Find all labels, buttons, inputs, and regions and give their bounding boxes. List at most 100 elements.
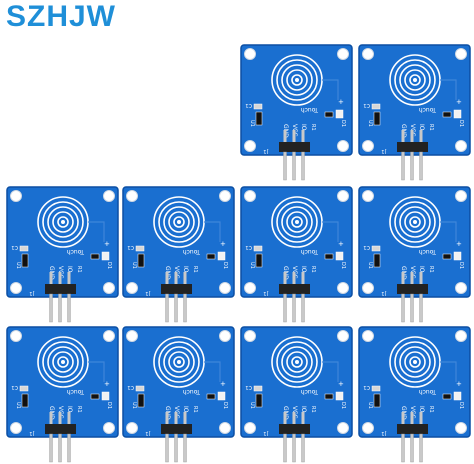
u1-label: U1: [249, 402, 255, 409]
j1-label: J1: [29, 290, 35, 296]
touch-label: Touch: [419, 248, 437, 255]
brand-logo: SZHJW: [6, 0, 116, 33]
pin-header: [279, 130, 310, 181]
touch-label: Touch: [183, 248, 201, 255]
mounting-hole: [362, 282, 374, 294]
touch-label: Touch: [301, 248, 319, 255]
resistor-r1: [442, 393, 452, 400]
capacitor-c1: [135, 385, 145, 392]
d1-label: D1: [458, 120, 464, 127]
io-label: IO: [66, 406, 73, 413]
capacitor-c1: [135, 245, 145, 252]
touch-label: Touch: [301, 388, 319, 395]
led-d1: [453, 391, 462, 401]
resistor-r1: [442, 111, 452, 118]
io-label: IO: [300, 124, 307, 131]
resistor-r1: [324, 111, 334, 118]
mounting-hole: [362, 48, 374, 60]
mounting-hole: [337, 190, 349, 202]
chip-u1: [373, 393, 381, 408]
plus-label: +: [338, 98, 344, 106]
j1-label: J1: [29, 430, 35, 436]
pin-header: [161, 412, 192, 463]
plus-label: +: [456, 240, 462, 248]
d1-label: D1: [222, 402, 228, 409]
u1-label: U1: [249, 120, 255, 127]
mounting-hole: [103, 282, 115, 294]
j1-label: J1: [381, 430, 387, 436]
capacitor-c1: [371, 385, 381, 392]
mounting-hole: [244, 422, 256, 434]
c1-label: C1: [127, 244, 134, 250]
mounting-hole: [337, 140, 349, 152]
led-d1: [453, 109, 462, 119]
capacitor-c1: [19, 245, 29, 252]
plus-label: +: [456, 98, 462, 106]
u1-label: U1: [367, 262, 373, 269]
chip-u1: [373, 111, 381, 126]
j1-label: J1: [145, 290, 151, 296]
u1-label: U1: [249, 262, 255, 269]
mounting-hole: [219, 330, 231, 342]
touch-label: Touch: [301, 106, 319, 113]
plus-label: +: [104, 240, 110, 248]
mounting-hole: [126, 190, 138, 202]
mounting-hole: [337, 48, 349, 60]
pin-header: [397, 272, 428, 323]
mounting-hole: [219, 422, 231, 434]
mounting-hole: [103, 422, 115, 434]
touch-pad: [389, 196, 441, 248]
led-d1: [335, 391, 344, 401]
mounting-hole: [126, 282, 138, 294]
mounting-hole: [455, 282, 467, 294]
mounting-hole: [362, 190, 374, 202]
r1-label: R1: [428, 266, 434, 273]
plus-label: +: [456, 380, 462, 388]
mounting-hole: [10, 330, 22, 342]
mounting-hole: [455, 140, 467, 152]
led-d1: [335, 109, 344, 119]
r1-label: R1: [310, 124, 316, 131]
pin-header: [45, 272, 76, 323]
mounting-hole: [362, 422, 374, 434]
d1-label: D1: [340, 262, 346, 269]
c1-label: C1: [127, 384, 134, 390]
r1-label: R1: [428, 124, 434, 131]
j1-label: J1: [263, 430, 269, 436]
r1-label: R1: [310, 406, 316, 413]
resistor-r1: [206, 253, 216, 260]
chip-u1: [137, 393, 145, 408]
capacitor-c1: [371, 103, 381, 110]
r1-label: R1: [76, 406, 82, 413]
j1-label: J1: [381, 148, 387, 154]
d1-label: D1: [106, 262, 112, 269]
chip-u1: [373, 253, 381, 268]
led-d1: [453, 251, 462, 261]
mounting-hole: [103, 190, 115, 202]
resistor-r1: [206, 393, 216, 400]
touch-label: Touch: [419, 388, 437, 395]
u1-label: U1: [367, 120, 373, 127]
c1-label: C1: [245, 384, 252, 390]
u1-label: U1: [131, 402, 137, 409]
mounting-hole: [126, 422, 138, 434]
io-label: IO: [418, 124, 425, 131]
pin-header: [161, 272, 192, 323]
mounting-hole: [244, 282, 256, 294]
led-d1: [335, 251, 344, 261]
j1-label: J1: [263, 290, 269, 296]
chip-u1: [255, 111, 263, 126]
u1-label: U1: [131, 262, 137, 269]
capacitor-c1: [253, 103, 263, 110]
mounting-hole: [219, 282, 231, 294]
